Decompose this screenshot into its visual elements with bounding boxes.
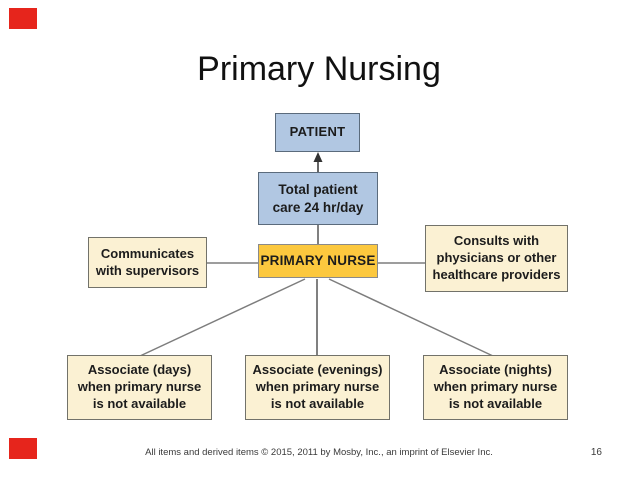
node-primary-nurse-label: PRIMARY NURSE — [260, 253, 376, 269]
arrow-up-icon — [313, 152, 323, 162]
node-patient-label: PATIENT — [289, 124, 346, 140]
node-primary-nurse: PRIMARY NURSE — [258, 244, 378, 278]
node-associate-evenings-label: Associate (evenings) when primary nurse … — [252, 362, 383, 411]
node-total-patient-care: Total patient care 24 hr/day — [258, 172, 378, 225]
page-title: Primary Nursing — [197, 50, 441, 88]
node-communicates-supervisors: Communicates with supervisors — [88, 237, 207, 288]
node-associate-days-label: Associate (days) when primary nurse is n… — [77, 362, 202, 411]
node-consults-physicians: Consults with physicians or other health… — [425, 225, 568, 292]
node-associate-days: Associate (days) when primary nurse is n… — [67, 355, 212, 420]
node-associate-evenings: Associate (evenings) when primary nurse … — [245, 355, 390, 420]
node-total-patient-care-label: Total patient care 24 hr/day — [272, 181, 364, 215]
copyright-footer: All items and derived items © 2015, 2011… — [145, 447, 493, 458]
node-associate-nights-label: Associate (nights) when primary nurse is… — [433, 362, 558, 411]
page-number: 16 — [590, 447, 602, 458]
node-patient: PATIENT — [275, 113, 360, 152]
node-consults-physicians-label: Consults with physicians or other health… — [432, 233, 561, 282]
red-accent-mark-top — [9, 8, 37, 29]
node-associate-nights: Associate (nights) when primary nurse is… — [423, 355, 568, 420]
red-accent-mark-bottom — [9, 438, 37, 459]
node-communicates-supervisors-label: Communicates with supervisors — [95, 245, 200, 278]
